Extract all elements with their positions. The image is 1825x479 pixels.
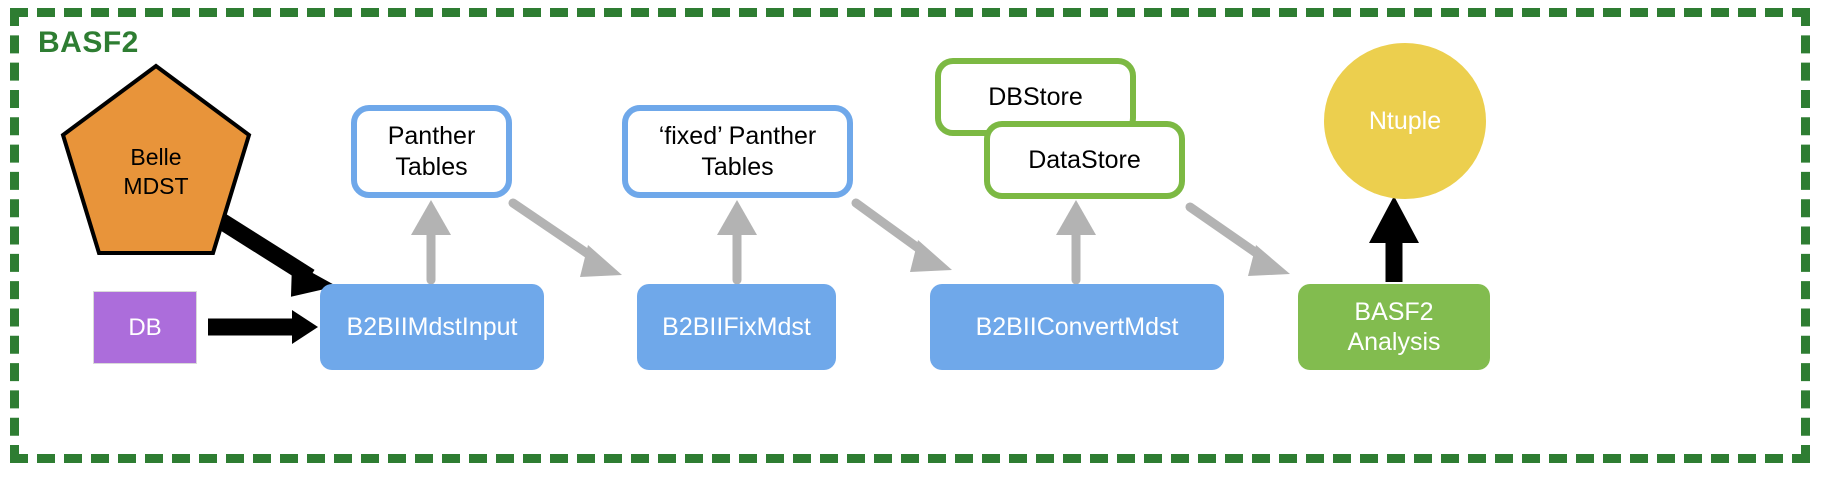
node-fixed-panther-tables[interactable]: ‘fixed’ Panther Tables [622,105,853,198]
node-fixed-panther-tables-label: ‘fixed’ Panther Tables [658,122,817,181]
basf2-frame [10,8,1810,463]
node-datastore-label: DataStore [1028,145,1141,174]
pentagon-shape [60,63,252,255]
node-panther-tables-label: Panther Tables [387,122,476,181]
frame-title: BASF2 [38,26,139,59]
node-b2bii-fix-mdst[interactable]: B2BIIFixMdst [637,284,836,370]
node-ntuple[interactable]: Ntuple [1324,43,1486,199]
node-b2bii-convert-mdst[interactable]: B2BIIConvertMdst [930,284,1224,370]
node-basf2-analysis-label: BASF2 Analysis [1347,297,1441,357]
node-basf2-analysis[interactable]: BASF2 Analysis [1298,284,1490,370]
node-datastore[interactable]: DataStore [984,121,1185,199]
node-db[interactable]: DB [93,291,197,364]
node-db-label: DB [128,313,162,341]
node-ntuple-label: Ntuple [1368,106,1442,135]
node-panther-tables[interactable]: Panther Tables [351,105,512,198]
node-b2bii-mdst-input[interactable]: B2BIIMdstInput [320,284,544,370]
node-b2bii-fix-mdst-label: B2BIIFixMdst [662,312,811,341]
node-b2bii-convert-mdst-label: B2BIIConvertMdst [975,312,1179,341]
node-b2bii-mdst-input-label: B2BIIMdstInput [346,312,518,341]
node-dbstore-label: DBStore [988,82,1083,111]
node-belle-mdst[interactable]: Belle MDST [60,63,252,258]
